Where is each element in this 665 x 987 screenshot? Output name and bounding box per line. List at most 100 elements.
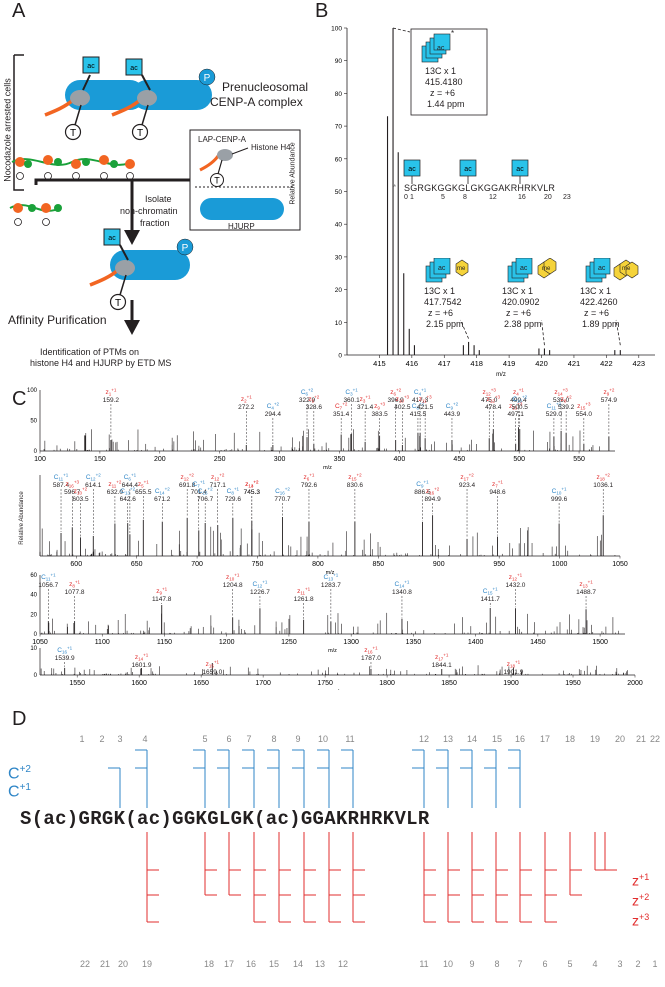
ion-label: C13+1 — [323, 573, 338, 582]
ion-label: C13+2 — [120, 487, 135, 496]
panel-d-letter: D — [12, 708, 27, 730]
mz-label: 497.1 — [508, 411, 525, 418]
c-site-number: 16 — [515, 734, 525, 744]
ion-label: z10+1 — [226, 573, 240, 582]
ion-label: z7+1 — [492, 480, 503, 489]
ion-label: z2+1 — [241, 395, 252, 404]
ion-label: z10+3 — [396, 395, 410, 404]
x-tick-label: 1200 — [219, 639, 235, 646]
anno-3-me: me — [622, 266, 631, 272]
mz-label: 999.6 — [551, 496, 568, 503]
y-tick-label: 0 — [34, 673, 38, 679]
x-tick-label: 1250 — [281, 639, 297, 646]
isolate-line-2: non-chromatin — [120, 206, 178, 216]
isolate-line-1: Isolate — [145, 194, 172, 204]
x-tick-label: 950 — [493, 561, 505, 568]
ion-label: z8+1 — [69, 580, 80, 589]
mz-label: 894.9 — [424, 496, 441, 503]
y-tick-label: 40 — [335, 222, 343, 229]
mz-label: 745.3 — [244, 489, 261, 496]
c-site-number: 8 — [271, 734, 276, 744]
ion-label: C8+2 — [412, 402, 425, 411]
x-tick-label: 300 — [274, 456, 286, 463]
leader-line-3 — [615, 319, 621, 346]
mz-label: 614.1 — [85, 482, 102, 489]
seq-pos-8: 8 — [463, 194, 467, 201]
mz-label: 770.7 — [274, 496, 291, 503]
x-tick-label: 1400 — [468, 639, 484, 646]
x-tick-label: 1350 — [406, 639, 422, 646]
c-site-number: 10 — [318, 734, 328, 744]
svg-text:ac: ac — [108, 235, 116, 242]
z-site-number: 5 — [567, 959, 572, 969]
mz-label: 948.6 — [489, 489, 506, 496]
ion-label: z16+1 — [364, 646, 378, 655]
mz-label: 1261.8 — [294, 596, 314, 603]
y-tick-label: 0 — [34, 449, 38, 455]
x-tick-label: 900 — [433, 561, 445, 568]
y-tick-label: 40 — [30, 593, 37, 599]
affinity-label: Affinity Purification — [8, 313, 107, 327]
panel-b-ylabel: Relative Abundance — [289, 142, 297, 205]
svg-text:T: T — [115, 298, 121, 309]
anno-0-iso: 13C x 1 — [425, 66, 457, 76]
mz-label: 632.0 — [107, 489, 124, 496]
mz-label: 500.5 — [512, 404, 529, 411]
ion-label: z8+2 — [561, 395, 572, 404]
anno-1-ac: ac — [438, 265, 446, 272]
annotation-ac-top: ac — [437, 45, 445, 52]
mz-label: 322.9 — [299, 397, 316, 404]
z-site-number: 15 — [269, 959, 279, 969]
mz-label: 1659.0 — [202, 669, 222, 676]
z-site-number: 17 — [224, 959, 234, 969]
seq-pos-0: 0 — [404, 194, 408, 201]
ion-label: z1+1 — [105, 388, 116, 397]
ion-label: C7+1 — [193, 480, 206, 489]
svg-text:ac: ac — [464, 166, 472, 173]
mz-label: 1901.9 — [503, 669, 523, 676]
legend-c2: C+2 — [8, 764, 31, 783]
seq-pos-5: 5 — [441, 194, 445, 201]
mz-label: 745.3 — [244, 489, 261, 496]
mz-label: 1283.7 — [321, 582, 341, 589]
anno-3-ppm: 1.89 ppm — [582, 319, 620, 329]
y-tick-label: 60 — [335, 156, 343, 163]
x-tick-label: 1900 — [503, 680, 519, 687]
annotation-star: * — [451, 29, 455, 38]
x-tick-label: 1700 — [255, 680, 271, 687]
x-tick-label: 400 — [394, 456, 406, 463]
c-site-number: 2 — [99, 734, 104, 744]
mz-label: 671.2 — [154, 496, 171, 503]
mz-label: 574.9 — [601, 397, 618, 404]
x-tick-label: 350 — [334, 456, 346, 463]
ion-label: z5+1 — [138, 480, 149, 489]
side-label: Nocodazole arrested cells — [2, 78, 13, 182]
y-tick-label: 70 — [335, 124, 343, 131]
ion-label: C4+2 — [267, 402, 280, 411]
mz-label: 402.5 — [394, 404, 411, 411]
anno-3-mz: 422.4260 — [580, 297, 618, 307]
chromatin-fragment — [9, 203, 62, 226]
ion-label: C8+1 — [227, 487, 240, 496]
mz-label: 691.8 — [179, 482, 196, 489]
z-site-number: 10 — [443, 959, 453, 969]
peptide-sequence-large: S(ac)GRGK(ac)GGKGLGK(ac)GGAKRHRKVLR — [20, 808, 430, 830]
mz-label: 1432.0 — [506, 582, 526, 589]
legend-c1: C+1 — [8, 782, 31, 801]
ion-label: z16+3 — [66, 480, 80, 489]
mz-label: 478.4 — [485, 404, 502, 411]
x-tick-label: 150 — [94, 456, 106, 463]
c-site-number: 6 — [226, 734, 231, 744]
legend-lap: LAP-CENP-A — [198, 135, 247, 144]
panel-a-letter: A — [12, 0, 26, 22]
inset-star: * — [393, 183, 397, 192]
anno-0-mz: 415.4180 — [425, 77, 463, 87]
complex-label-line-1: Prenucleosomal — [222, 80, 309, 94]
svg-text:ac: ac — [87, 63, 95, 70]
c-site-number: 21 — [636, 734, 646, 744]
x-tick-label: 450 — [453, 456, 465, 463]
z-site-number: 19 — [142, 959, 152, 969]
